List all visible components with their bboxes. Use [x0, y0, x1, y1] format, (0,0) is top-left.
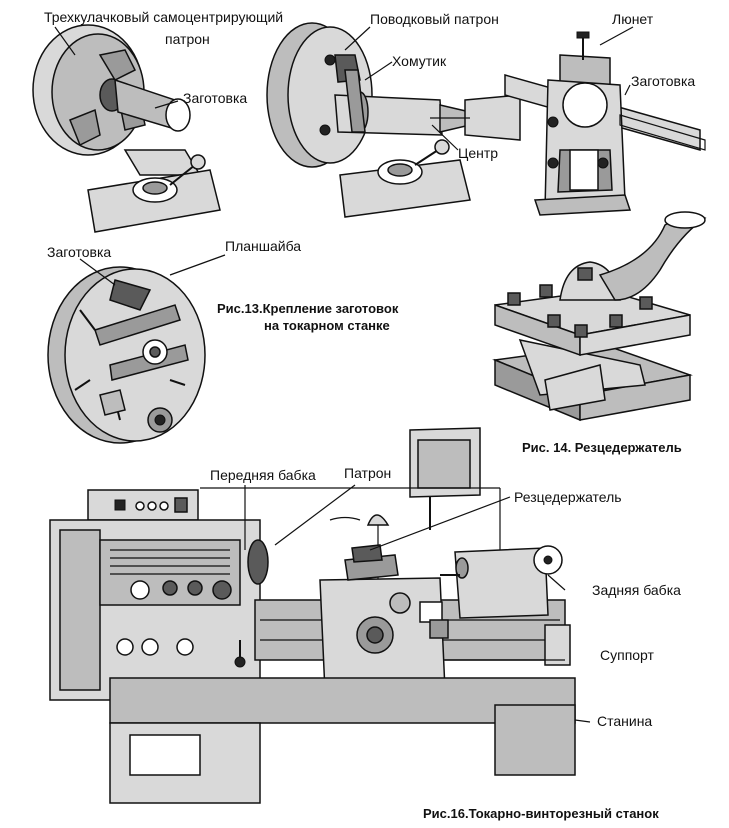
- label-three-jaw-chuck-cont: патрон: [165, 31, 210, 47]
- leader-lines: [54, 26, 634, 723]
- label-headstock: Передняя бабка: [210, 467, 316, 483]
- lathe-drawing: [49, 427, 576, 804]
- label-tailstock: Задняя бабка: [592, 582, 681, 598]
- label-three-jaw-chuck: Трехкулачковый самоцентрирующий: [44, 9, 284, 25]
- label-workpiece-chuck: Заготовка: [183, 90, 248, 106]
- label-toolholder: Резцедержатель: [514, 489, 622, 505]
- steady-rest-drawing: [504, 31, 706, 216]
- caption-fig16: Рис.16.Токарно-винторезный станок: [423, 806, 659, 821]
- label-steady-rest: Люнет: [612, 11, 654, 27]
- caption-fig13-line2: на токарном станке: [264, 318, 390, 333]
- label-workpiece-faceplate: Заготовка: [47, 244, 112, 260]
- faceplate-drawing: [47, 266, 206, 444]
- caption-fig13-line1: Рис.13.Крепление заготовок: [217, 301, 399, 316]
- label-clamp: Хомутик: [392, 53, 447, 69]
- label-drive-chuck: Поводковый патрон: [370, 11, 499, 27]
- tool-holder-drawing: [492, 211, 707, 422]
- label-faceplate: Планшайба: [225, 238, 302, 254]
- caption-fig14: Рис. 14. Резцедержатель: [522, 440, 682, 455]
- label-bed: Станина: [597, 713, 653, 729]
- label-workpiece-steady: Заготовка: [631, 73, 696, 89]
- label-carriage: Суппорт: [600, 647, 654, 663]
- label-chuck: Патрон: [344, 465, 392, 481]
- label-center: Центр: [458, 145, 499, 161]
- three-jaw-chuck-drawing: [32, 24, 221, 233]
- drive-chuck-drawing: [266, 22, 521, 218]
